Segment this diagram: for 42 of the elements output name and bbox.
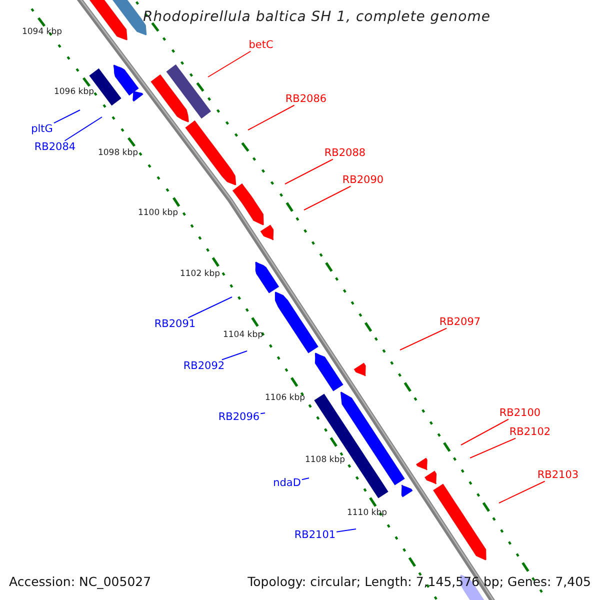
leader-line bbox=[304, 186, 352, 210]
tick-label: 1108 kbp bbox=[304, 456, 346, 464]
leader-line bbox=[260, 412, 266, 414]
footer-text: Accession: NC_005027 bbox=[9, 576, 152, 588]
tick-label: 1096 kbp bbox=[54, 88, 94, 96]
leader-line bbox=[188, 296, 232, 318]
leader-line bbox=[498, 480, 546, 504]
leader-line bbox=[53, 110, 80, 124]
tick-label: 1110 kbp bbox=[346, 508, 388, 518]
gene-label: RB2101 bbox=[294, 530, 336, 540]
gene-label: RB2097 bbox=[439, 316, 481, 328]
tick-label: 1094 kbp bbox=[22, 28, 62, 36]
leader-line bbox=[248, 104, 295, 130]
footer-text: Topology: circular; Length: 7,145,576 bp; Genes: 7,405 bbox=[248, 576, 591, 588]
leader-line bbox=[301, 478, 310, 480]
leader-line bbox=[470, 438, 516, 458]
gene-label: pltG bbox=[31, 124, 53, 134]
gene-label: RB2084 bbox=[34, 142, 76, 152]
gene-label: RB2088 bbox=[324, 148, 366, 158]
gene-label: RB2102 bbox=[509, 426, 551, 438]
leader-line bbox=[284, 158, 334, 184]
tick-label: 1098 kbp bbox=[98, 148, 138, 158]
tick-label: 1104 kbp bbox=[222, 330, 264, 340]
gene-label: RB2100 bbox=[499, 408, 541, 418]
gene-label: RB2096 bbox=[218, 412, 260, 422]
gene-label: RB2092 bbox=[183, 360, 225, 372]
gene-label: RB2091 bbox=[154, 318, 196, 330]
gene-label: betC bbox=[248, 40, 274, 50]
leader-line bbox=[64, 116, 102, 142]
leader-line bbox=[460, 418, 509, 446]
leader-line bbox=[208, 50, 252, 78]
leader-line bbox=[336, 528, 356, 532]
gene-label: RB2086 bbox=[285, 94, 327, 104]
gene-label: RB2103 bbox=[537, 470, 579, 480]
gene-label: RB2090 bbox=[342, 174, 384, 186]
leader-line bbox=[221, 350, 248, 360]
map-title: Rhodopirellula baltica SH 1, complete genome bbox=[143, 10, 490, 24]
leader-line bbox=[400, 328, 448, 350]
gene-label: ndaD bbox=[273, 478, 301, 488]
tick-label: 1102 kbp bbox=[180, 270, 220, 278]
tick-label: 1100 kbp bbox=[138, 208, 178, 218]
tick-label: 1106 kbp bbox=[264, 394, 306, 402]
